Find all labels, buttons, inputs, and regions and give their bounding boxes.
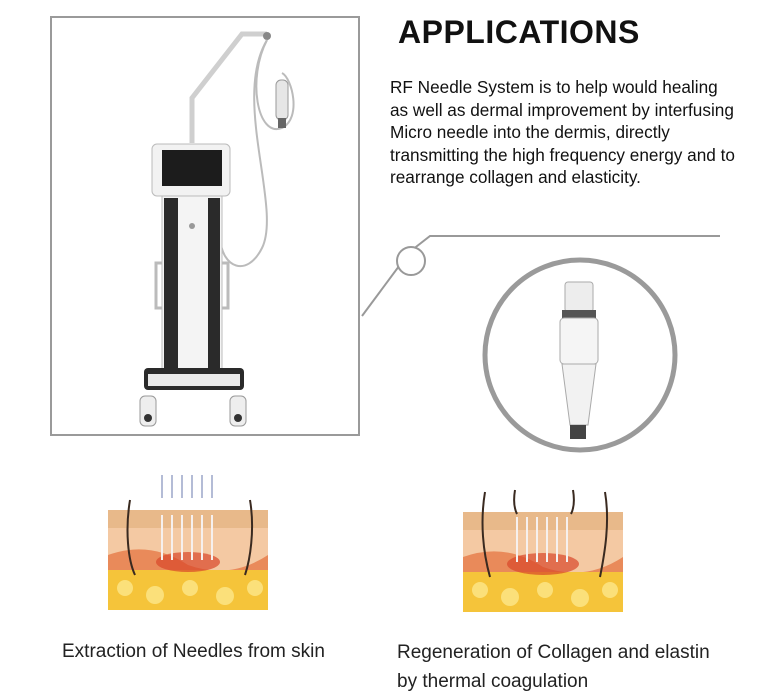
description-text: RF Needle System is to help would healin… [390,77,735,187]
caption-regeneration-line1: Regeneration of Collagen and elastin [397,642,710,663]
skin-diagram-regeneration [463,489,623,612]
callout-marker-icon [396,246,426,276]
page-title: APPLICATIONS [398,14,640,50]
rf-machine-illustration [139,31,295,427]
caption-extraction: Extraction of Needles from skin [62,641,325,662]
machine-image-frame [50,16,360,436]
skin-diagram-extraction [108,475,268,610]
handpiece-zoom-icon [559,281,599,439]
caption-regeneration: Regeneration of Collagen and elastin by … [397,638,710,696]
caption-regeneration-line2: by thermal coagulation [397,671,589,692]
